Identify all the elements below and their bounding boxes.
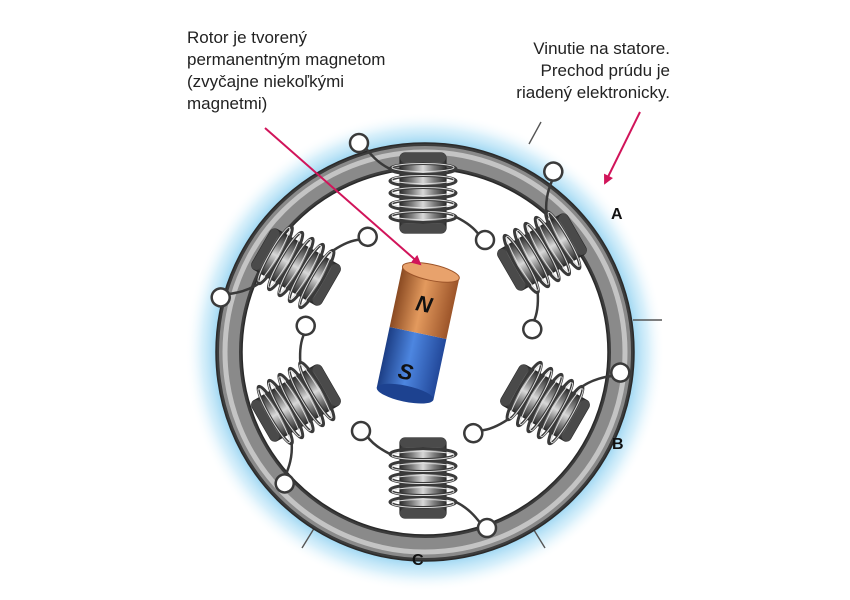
rotor-annotation-line: Rotor je tvorený (187, 28, 307, 47)
phase-label-c: C (412, 552, 424, 569)
stator-annotation-line: riadený elektronicky. (516, 83, 670, 102)
stator-annotation: Vinutie na statore. Prechod prúdu je ria… (516, 38, 670, 104)
stator-annotation-line: Prechod prúdu je (540, 61, 670, 80)
rotor-annotation: Rotor je tvorený permanentným magnetom (… (187, 27, 385, 115)
magnet-south-pole (376, 326, 447, 400)
phase-label-a: A (611, 206, 623, 223)
magnet-north-pole (389, 266, 460, 340)
rotor-arrow-icon (264, 127, 422, 266)
rotor-annotation-line: (zvyčajne niekoľkými (187, 72, 345, 91)
phase-label-b: B (612, 436, 624, 453)
magnet-top-end (401, 261, 460, 283)
stator-annotation-line: Vinutie na statore. (533, 39, 670, 58)
rotor-annotation-line: magnetmi) (187, 94, 268, 113)
bar-magnet-icon: N S (376, 261, 460, 404)
north-pole-label: N (414, 290, 436, 318)
magnet-bottom-end (376, 383, 434, 404)
stator-arrow-icon (604, 111, 641, 185)
rotor-annotation-line: permanentným magnetom (187, 50, 386, 69)
south-pole-label: S (396, 358, 416, 386)
